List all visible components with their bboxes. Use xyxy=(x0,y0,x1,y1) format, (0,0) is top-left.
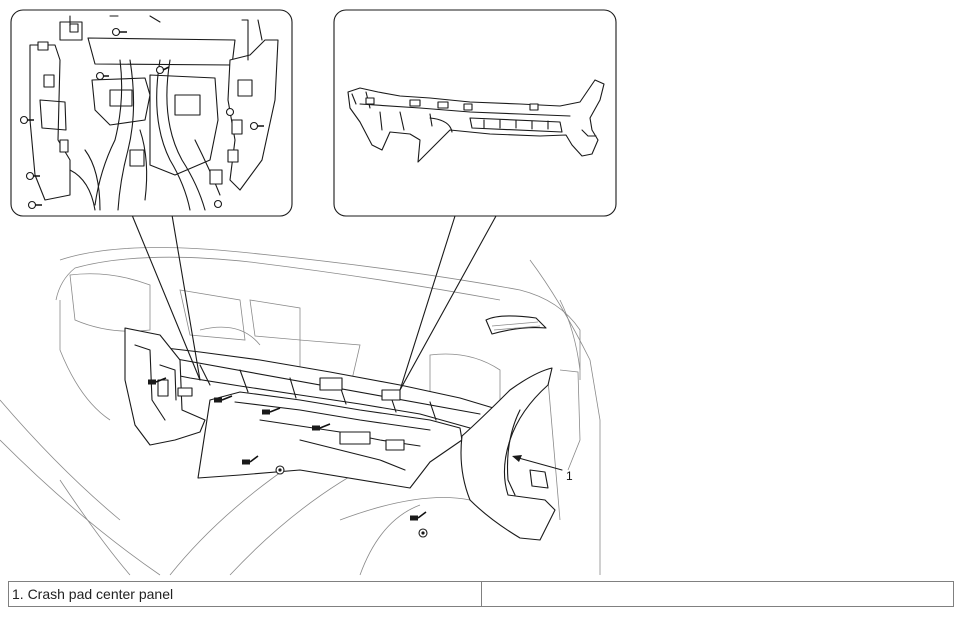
crash-pad-diagram: 1 xyxy=(0,9,617,576)
nut xyxy=(418,528,428,538)
legend-row: 1. Crash pad center panel xyxy=(8,581,954,607)
detail-view-right xyxy=(333,9,617,217)
crash-pad-assembly xyxy=(124,327,556,541)
bolt xyxy=(242,455,259,465)
dashboard-background xyxy=(0,247,601,576)
bolt xyxy=(312,423,331,431)
detail-leader-lines xyxy=(131,214,497,391)
legend-cell-item-1: 1. Crash pad center panel xyxy=(8,581,482,607)
legend-cell-empty xyxy=(480,581,954,607)
bolt xyxy=(262,407,281,415)
callout-1-label: 1 xyxy=(566,469,573,483)
detail-view-left xyxy=(10,9,293,217)
bolt xyxy=(410,511,427,521)
bolt xyxy=(148,377,167,385)
nut xyxy=(275,465,285,475)
bolt xyxy=(214,395,233,403)
fasteners xyxy=(148,377,428,538)
legend-table: 1. Crash pad center panel xyxy=(8,581,954,607)
callout-1: 1 xyxy=(512,455,573,483)
